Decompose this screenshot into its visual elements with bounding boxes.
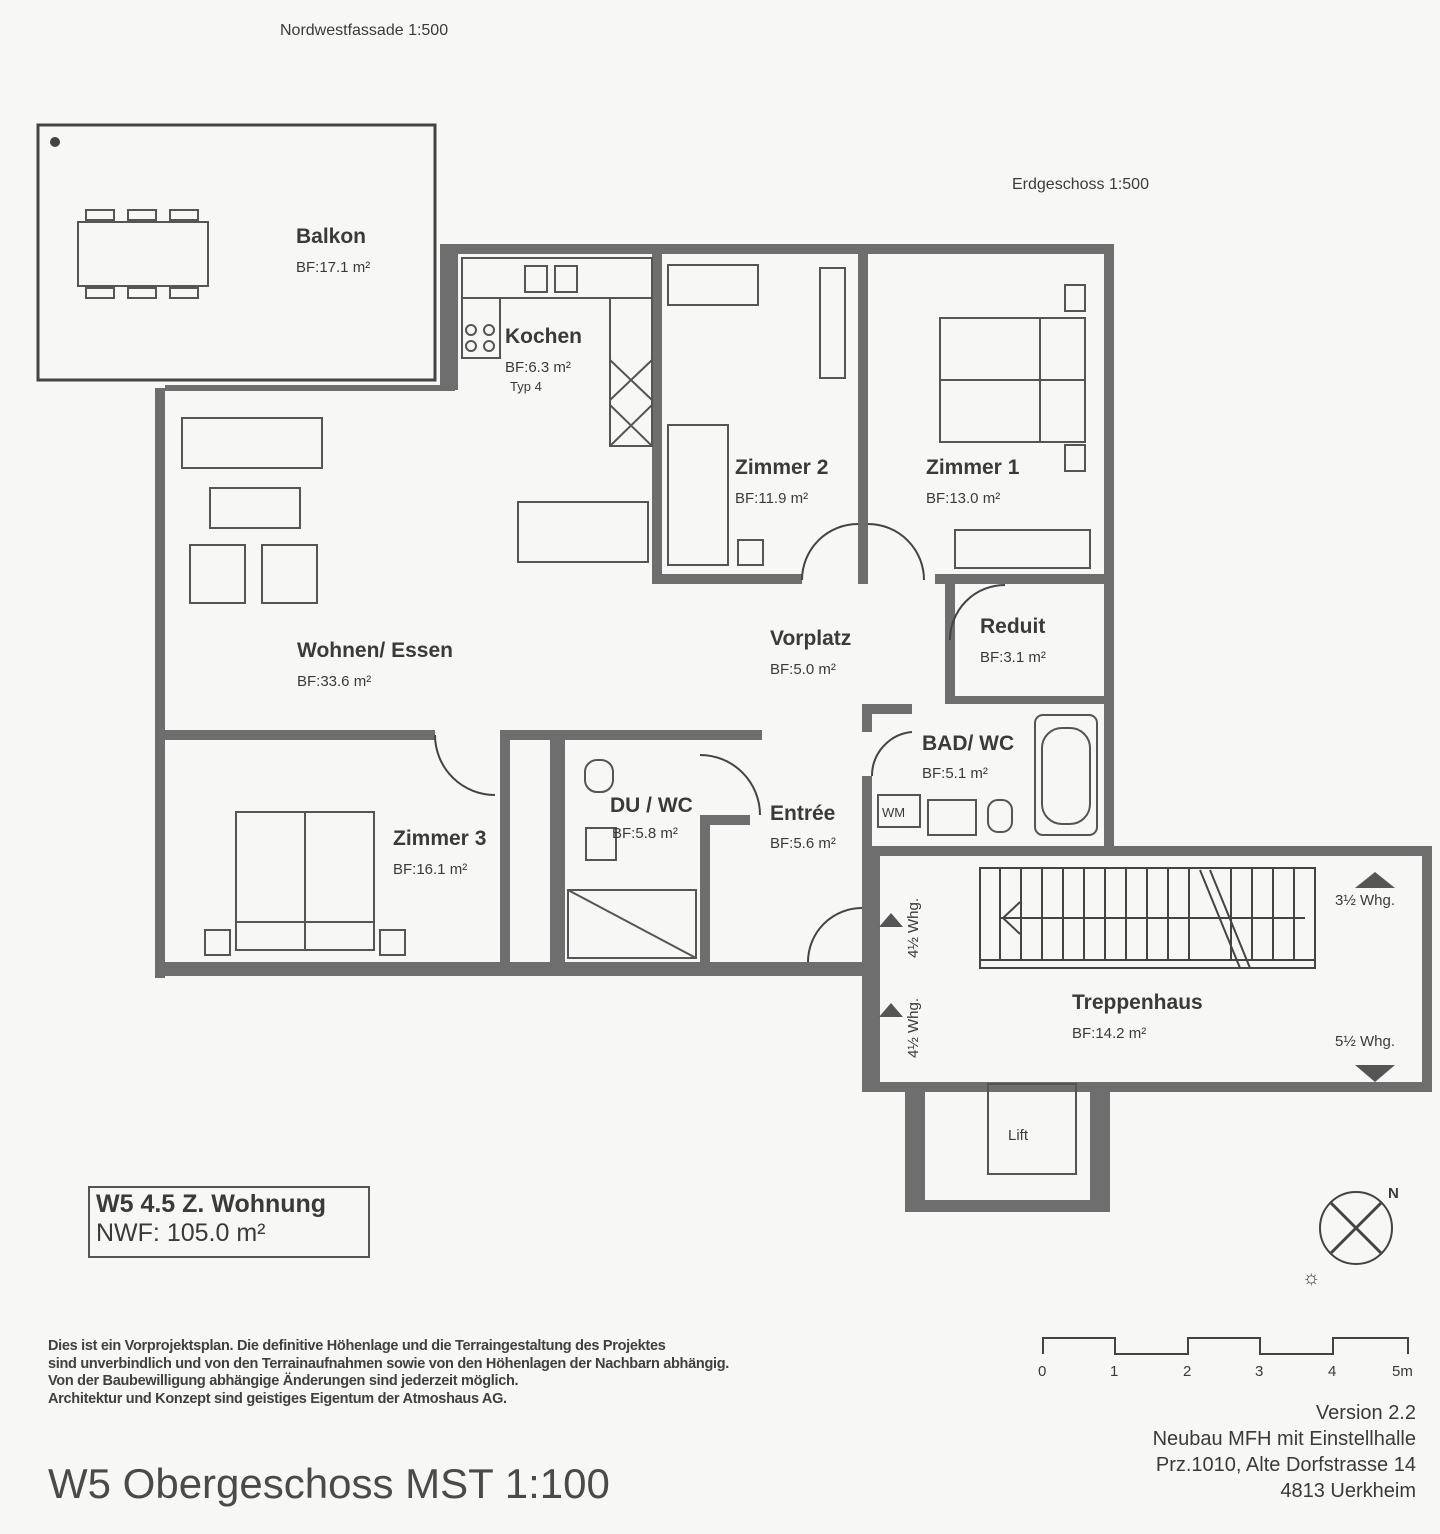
project-name: Neubau MFH mit Einstellhalle bbox=[1152, 1428, 1416, 1450]
room-name-du: DU / WC bbox=[610, 794, 693, 817]
whg-label-left-1: 4½ Whg. bbox=[905, 898, 922, 958]
room-area-entree: BF:5.6 m² bbox=[770, 835, 836, 852]
project-info: Version 2.2 Neubau MFH mit Einstellhalle… bbox=[1153, 1400, 1416, 1504]
version-label: Version 2.2 bbox=[1315, 1402, 1416, 1424]
room-name-balkon: Balkon bbox=[296, 225, 366, 248]
disclaimer: Dies ist ein Vorprojektsplan. Die defini… bbox=[48, 1338, 729, 1408]
scale-label-1: 1 bbox=[1110, 1363, 1118, 1380]
up-arrow-icon bbox=[1355, 872, 1395, 888]
unit-info-box: W5 4.5 Z. Wohnung NWF: 105.0 m² bbox=[88, 1186, 370, 1258]
kitchen-type: Typ 4 bbox=[510, 379, 542, 394]
unit-title: W5 4.5 Z. Wohnung bbox=[96, 1190, 327, 1218]
room3-bed bbox=[204, 811, 406, 956]
ground-floor-label: Erdgeschoss 1:500 bbox=[1012, 176, 1149, 193]
scale-label-3: 3 bbox=[1255, 1363, 1263, 1380]
balcony-outline bbox=[36, 123, 437, 382]
plan-title: W5 Obergeschoss MST 1:100 bbox=[48, 1460, 610, 1507]
balcony-table bbox=[77, 209, 209, 299]
room-name-zimmer1: Zimmer 1 bbox=[926, 456, 1020, 479]
scale-label-4: 4 bbox=[1328, 1363, 1336, 1380]
room-area-balkon: BF:17.1 m² bbox=[296, 259, 370, 276]
left-arrow-icon-2 bbox=[879, 1003, 903, 1017]
room-area-treppenhaus: BF:14.2 m² bbox=[1072, 1025, 1146, 1042]
whg-label-bottom: 5½ Whg. bbox=[1335, 1033, 1395, 1050]
room-name-bad: BAD/ WC bbox=[922, 732, 1014, 755]
lift-cabin bbox=[987, 1083, 1077, 1175]
room-name-wohnen: Wohnen/ Essen bbox=[297, 639, 453, 662]
scale-bar: 0 1 2 3 4 5m bbox=[1038, 1337, 1413, 1380]
sun-icon: ☼ bbox=[1302, 1267, 1320, 1289]
room-name-vorplatz: Vorplatz bbox=[770, 627, 851, 650]
disclaimer-line: sind unverbindlich und von den Terrainau… bbox=[48, 1355, 730, 1372]
disclaimer-line: Dies ist ein Vorprojektsplan. Die defini… bbox=[48, 1338, 666, 1354]
kitchen-counter bbox=[461, 257, 653, 563]
compass-icon: N ☼ bbox=[1302, 1185, 1399, 1289]
room-area-reduit: BF:3.1 m² bbox=[980, 649, 1046, 666]
room1-bed bbox=[939, 284, 1091, 569]
disclaimer-line: Von der Baubewilligung abhängige Änderun… bbox=[48, 1373, 519, 1389]
room-area-zimmer1: BF:13.0 m² bbox=[926, 490, 1000, 507]
scale-label-0: 0 bbox=[1038, 1363, 1046, 1380]
stair-treads bbox=[999, 868, 1295, 960]
staircase bbox=[979, 867, 1316, 969]
room-name-zimmer3: Zimmer 3 bbox=[393, 827, 486, 850]
walls bbox=[155, 244, 1432, 1212]
door-swings bbox=[434, 523, 1006, 963]
room-name-reduit: Reduit bbox=[980, 615, 1045, 638]
disclaimer-line: Architektur und Konzept sind geistiges E… bbox=[48, 1390, 507, 1407]
living-furniture bbox=[181, 417, 323, 604]
washing-machine-label: WM bbox=[882, 805, 905, 820]
room-area-zimmer2: BF:11.9 m² bbox=[735, 490, 808, 507]
room-area-bad: BF:5.1 m² bbox=[922, 765, 988, 782]
balcony-marker bbox=[50, 137, 60, 147]
room-area-zimmer3: BF:16.1 m² bbox=[393, 861, 467, 878]
bath-fixtures bbox=[877, 714, 1098, 836]
room-area-du: BF:5.8 m² bbox=[612, 825, 678, 842]
room-area-wohnen: BF:33.6 m² bbox=[297, 673, 371, 690]
northwest-facade-label: Nordwestfassade 1:500 bbox=[280, 22, 449, 39]
project-city: 4813 Uerkheim bbox=[1280, 1480, 1416, 1502]
left-arrow-icon bbox=[879, 913, 903, 927]
lift-label: Lift bbox=[1008, 1127, 1029, 1144]
scale-label-2: 2 bbox=[1183, 1363, 1191, 1380]
project-address: Prz.1010, Alte Dorfstrasse 14 bbox=[1155, 1454, 1416, 1476]
room-name-treppenhaus: Treppenhaus bbox=[1072, 991, 1203, 1014]
unit-nwf: NWF: 105.0 m² bbox=[96, 1219, 266, 1247]
room-name-entree: Entrée bbox=[770, 802, 835, 825]
room-name-zimmer2: Zimmer 2 bbox=[735, 456, 828, 479]
room-name-kochen: Kochen bbox=[505, 325, 582, 348]
room-area-kochen: BF:6.3 m² bbox=[505, 359, 571, 376]
compass-north-label: N bbox=[1388, 1185, 1399, 1202]
room-area-vorplatz: BF:5.0 m² bbox=[770, 661, 836, 678]
whg-label-top: 3½ Whg. bbox=[1335, 892, 1395, 909]
scale-label-5: 5m bbox=[1392, 1363, 1413, 1380]
whg-label-left-2: 4½ Whg. bbox=[905, 998, 922, 1058]
shower-fixtures bbox=[567, 759, 697, 959]
down-arrow-icon bbox=[1355, 1065, 1395, 1082]
room2-furniture bbox=[667, 264, 846, 566]
